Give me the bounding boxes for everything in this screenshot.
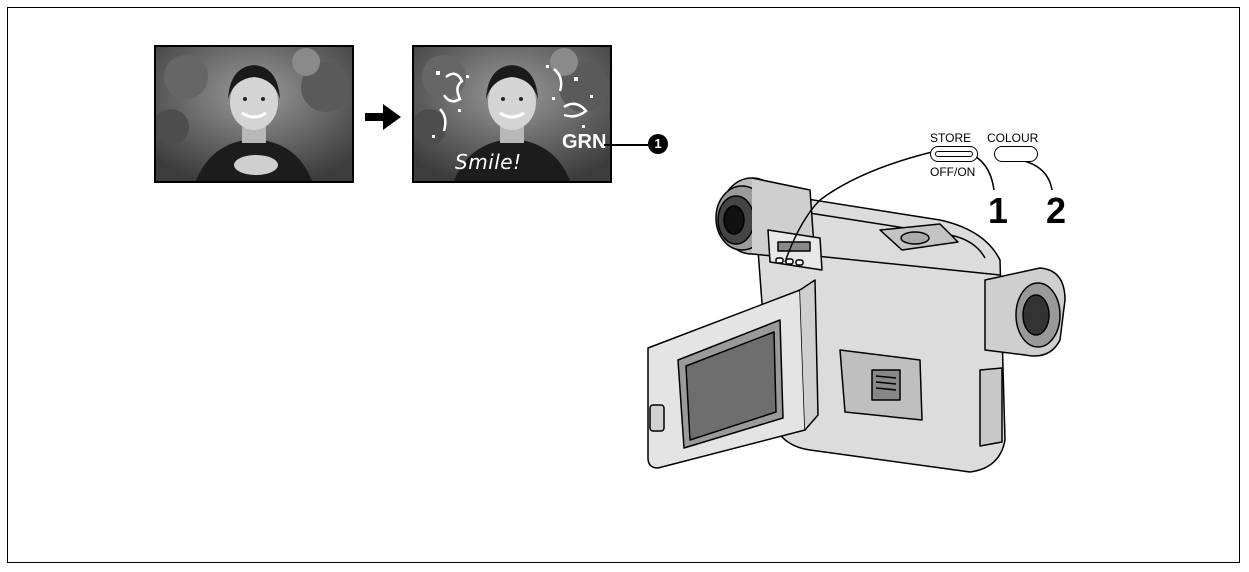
colour-label: COLOUR <box>987 131 1038 145</box>
step-number-1: 1 <box>988 193 1008 229</box>
off-on-label: OFF/ON <box>930 165 975 179</box>
step-number-2: 2 <box>1046 193 1066 229</box>
colour-button[interactable] <box>994 146 1038 162</box>
store-label: STORE <box>930 131 971 145</box>
store-button[interactable] <box>930 146 978 162</box>
